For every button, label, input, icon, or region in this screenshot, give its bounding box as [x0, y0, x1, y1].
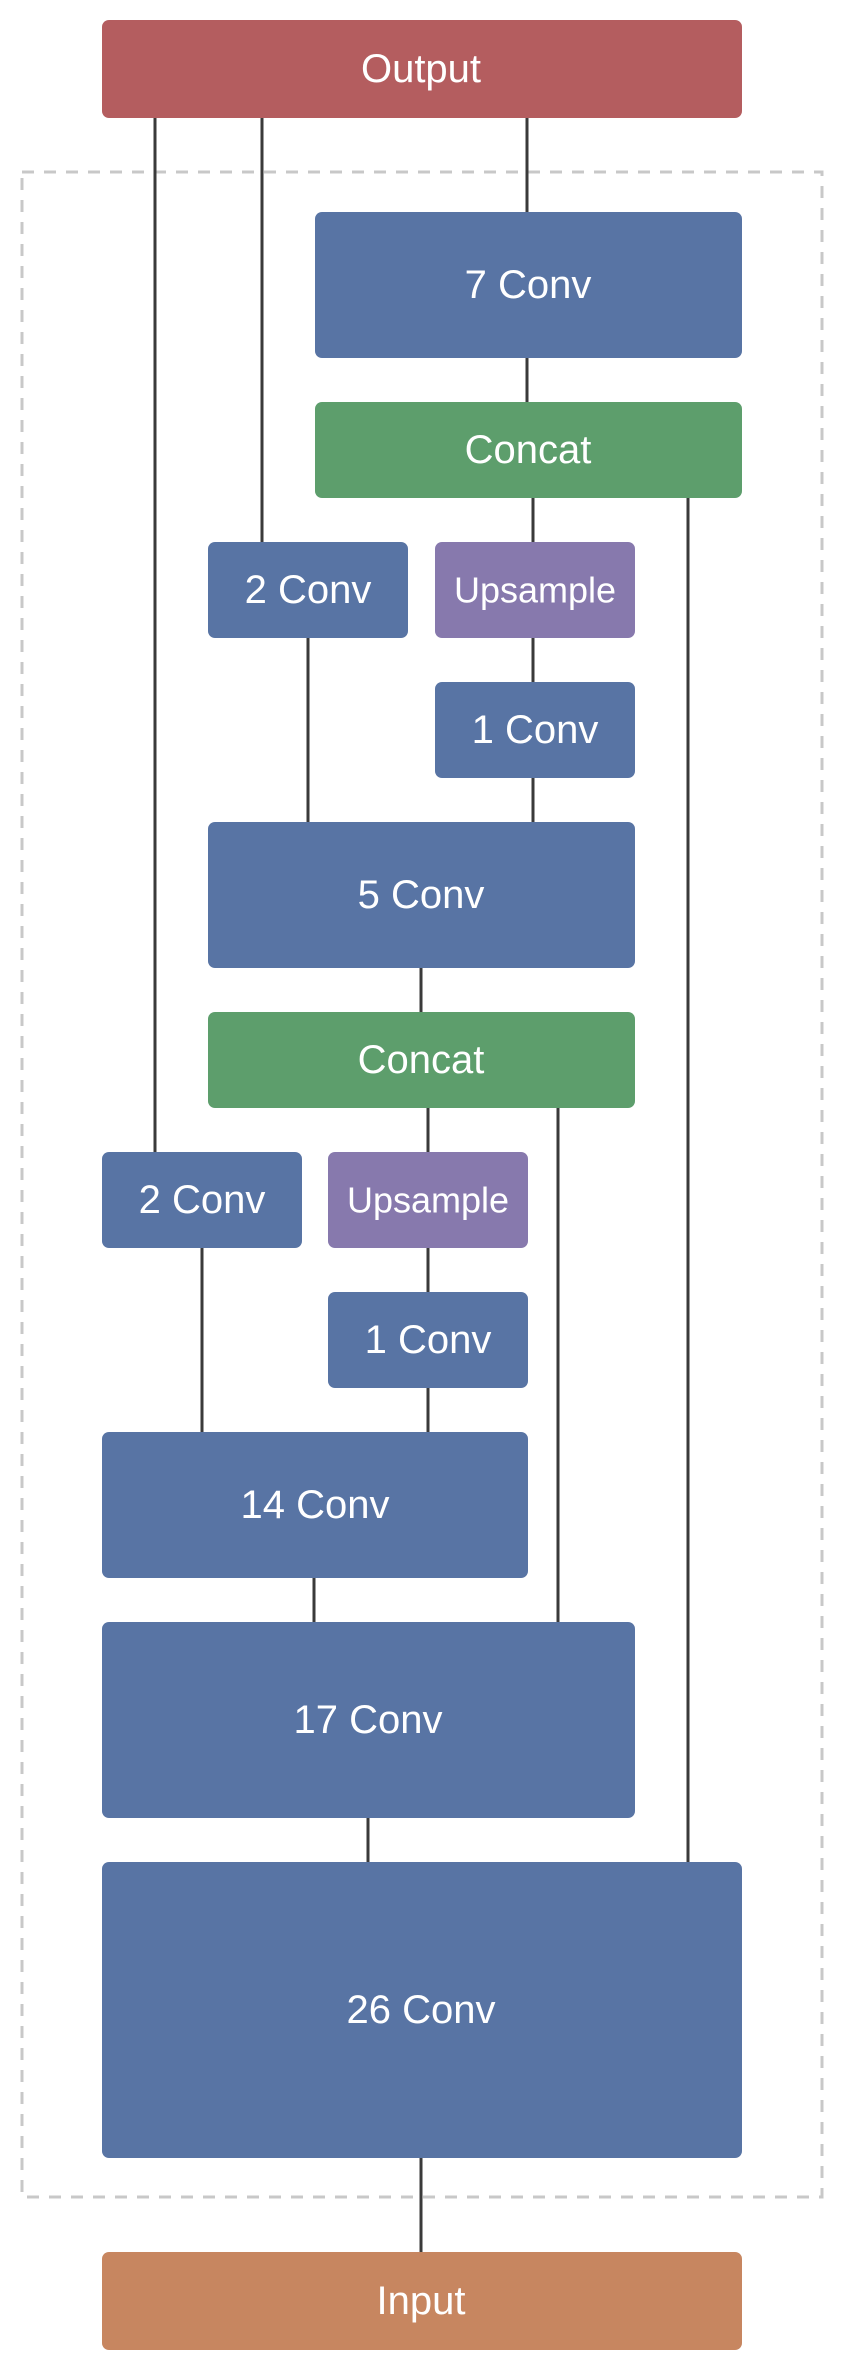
node-output-label: Output	[361, 47, 481, 91]
node-concat-mid-label: Concat	[358, 1038, 485, 1082]
node-upsample-top-label: Upsample	[454, 570, 616, 611]
node-conv2-mid-label: 2 Conv	[139, 1178, 266, 1222]
node-upsample-mid-label: Upsample	[347, 1180, 509, 1221]
node-concat-top-label: Concat	[465, 428, 592, 472]
node-output: Output	[102, 20, 742, 118]
node-conv26: 26 Conv	[102, 1862, 742, 2158]
node-conv5: 5 Conv	[208, 822, 635, 968]
node-conv1-top: 1 Conv	[435, 682, 635, 778]
node-conv2-top: 2 Conv	[208, 542, 408, 638]
node-conv1-mid: 1 Conv	[328, 1292, 528, 1388]
node-conv26-label: 26 Conv	[347, 1988, 496, 2032]
node-upsample-mid: Upsample	[328, 1152, 528, 1248]
node-concat-top: Concat	[315, 402, 742, 498]
node-conv14: 14 Conv	[102, 1432, 528, 1578]
node-conv2-mid: 2 Conv	[102, 1152, 302, 1248]
node-conv14-label: 14 Conv	[241, 1483, 390, 1527]
backbone-container	[20, 170, 824, 2199]
node-input-label: Input	[377, 2279, 466, 2323]
node-conv7-label: 7 Conv	[465, 263, 592, 307]
node-conv1-top-label: 1 Conv	[472, 708, 599, 752]
node-conv2-top-label: 2 Conv	[245, 568, 372, 612]
node-conv5-label: 5 Conv	[358, 873, 485, 917]
connector-lines	[153, 118, 690, 2252]
node-conv1-mid-label: 1 Conv	[365, 1318, 492, 1362]
node-upsample-top: Upsample	[435, 542, 635, 638]
node-concat-mid: Concat	[208, 1012, 635, 1108]
node-conv17: 17 Conv	[102, 1622, 635, 1818]
node-conv17-label: 17 Conv	[294, 1698, 443, 1742]
node-input: Input	[102, 2252, 742, 2350]
node-conv7: 7 Conv	[315, 212, 742, 358]
